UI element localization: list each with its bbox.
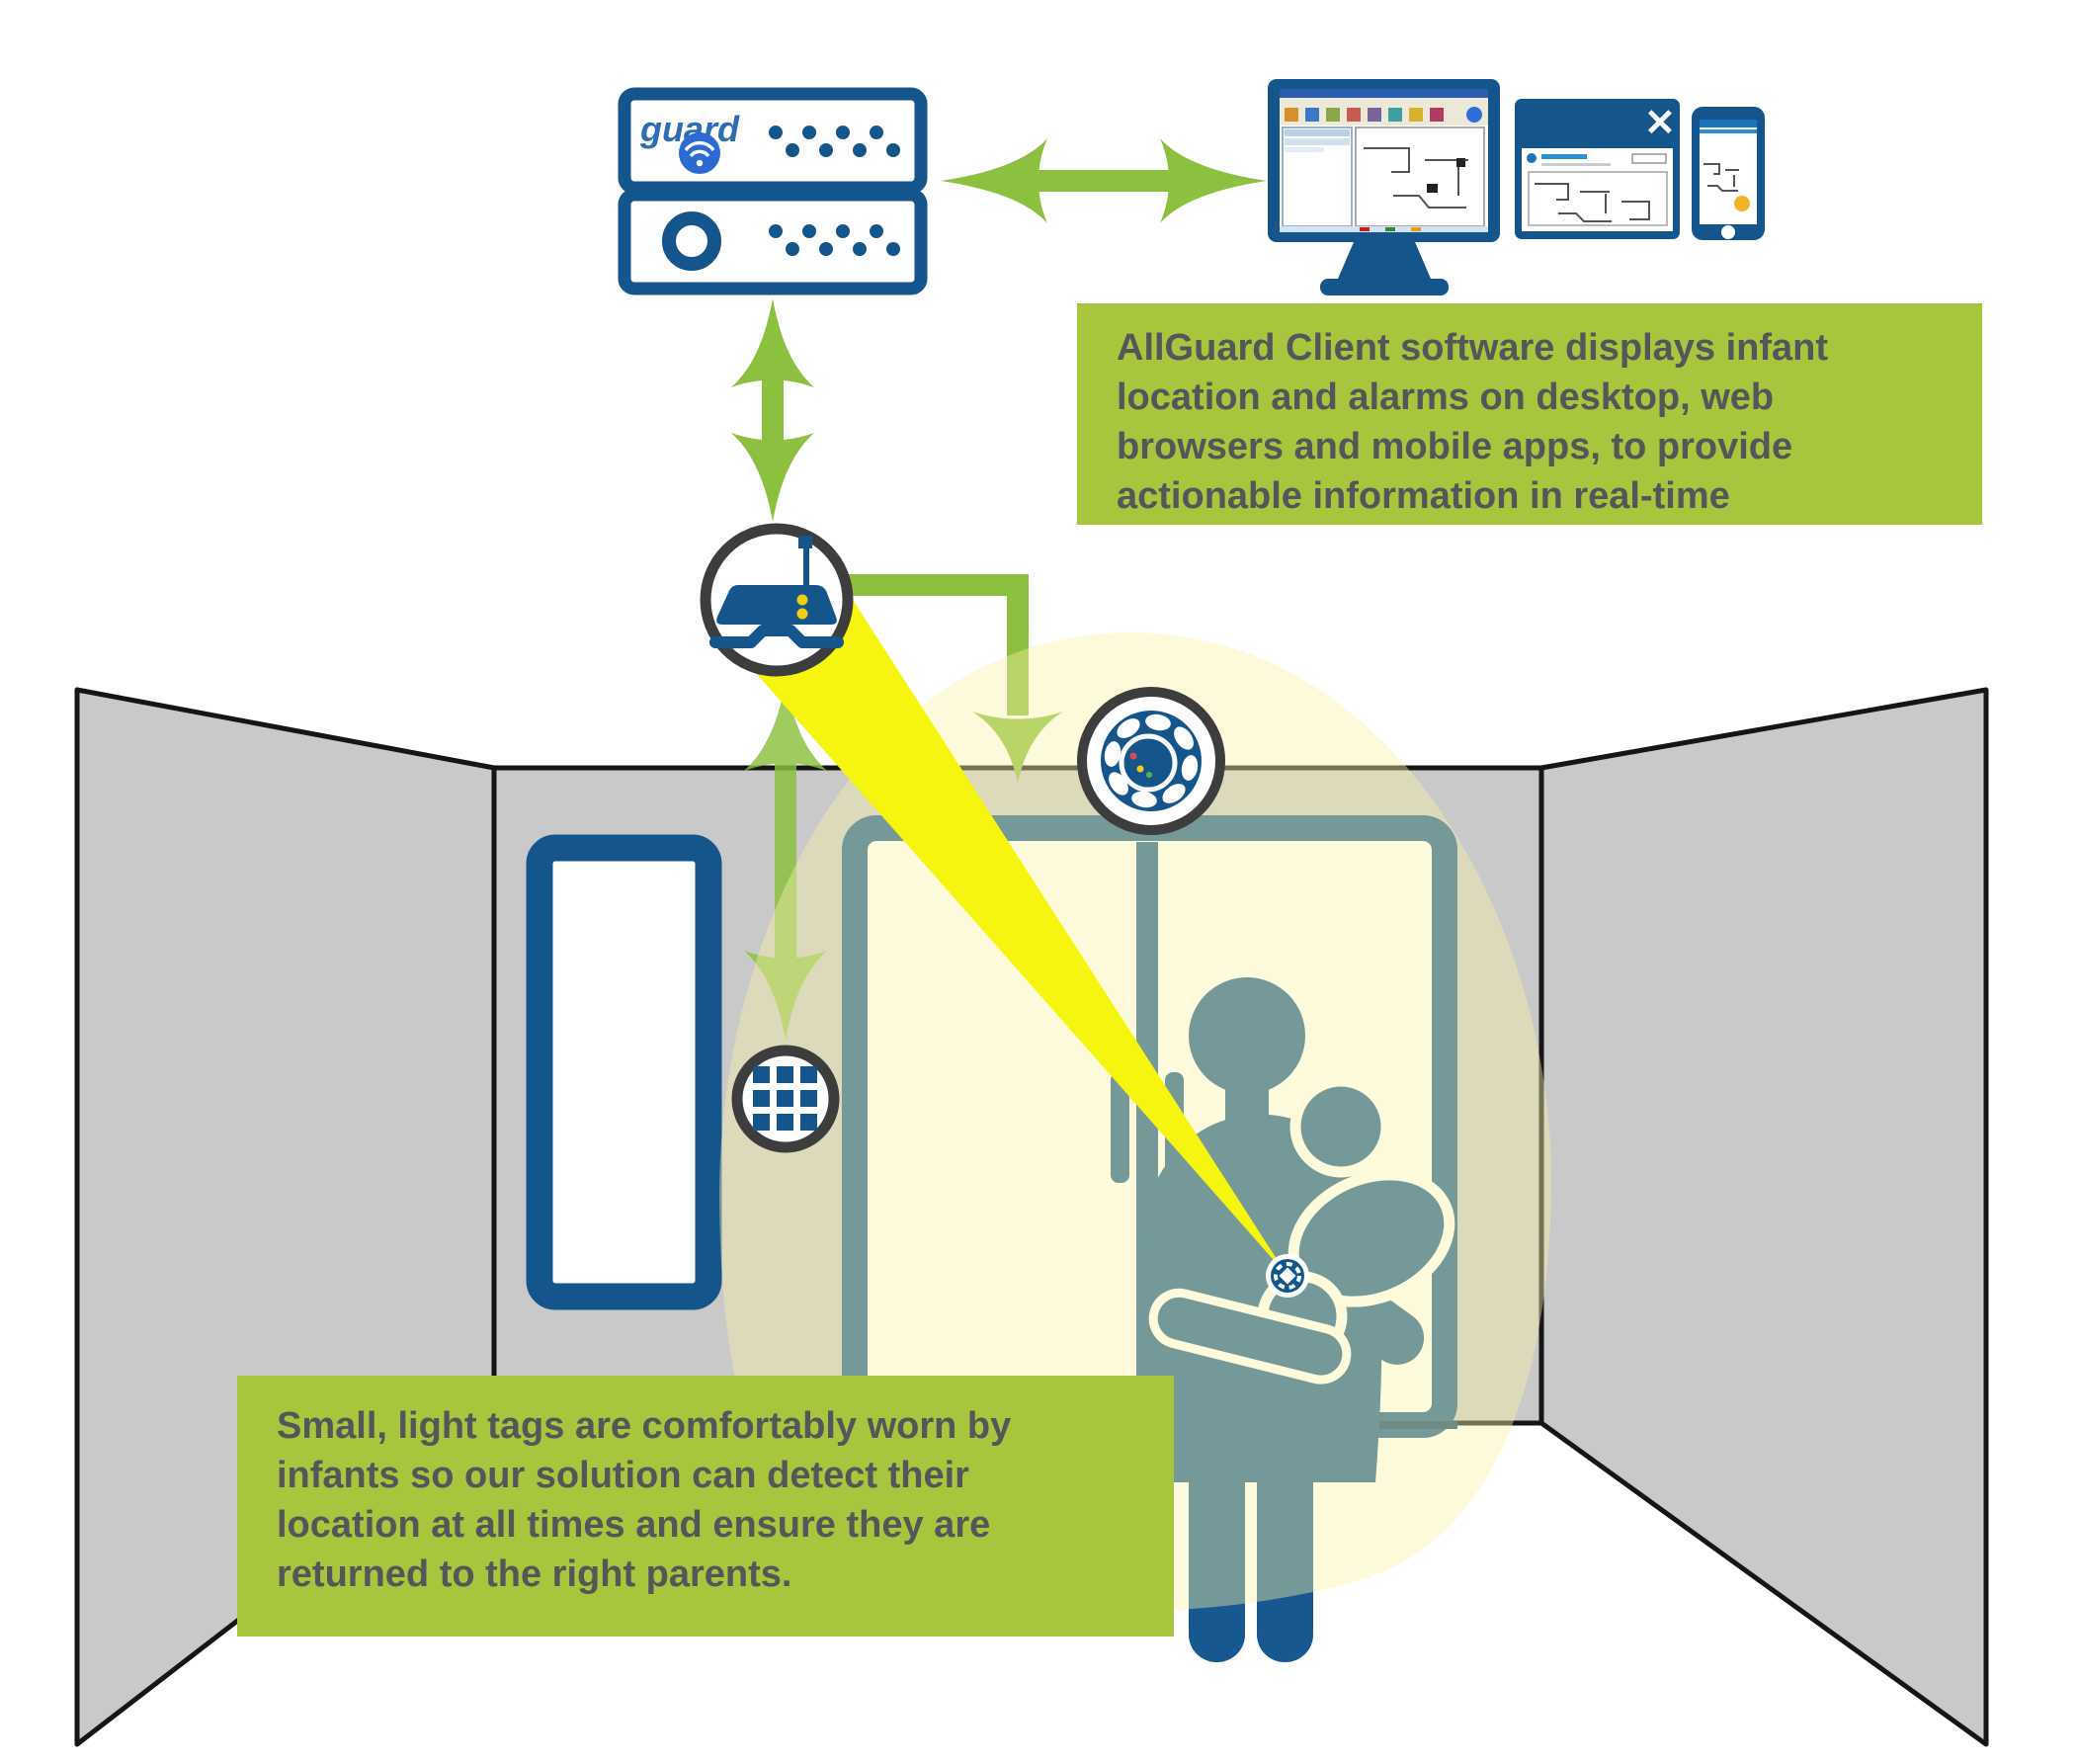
door-handle-left <box>1111 1072 1129 1183</box>
server-rack: guard <box>618 87 928 295</box>
close-icon[interactable]: ✕ <box>1644 103 1676 144</box>
wifi-globe-icon <box>679 132 720 174</box>
callout-line: infants so our solution can detect their <box>277 1455 969 1496</box>
callout-line: Small, light tags are comfortably worn b… <box>277 1405 1012 1447</box>
toolbar-icons <box>1280 105 1488 126</box>
infant-head <box>1289 1075 1392 1178</box>
mobile-phone <box>1692 107 1765 240</box>
callout-line: AllGuard Client software displays infant <box>1117 327 1829 369</box>
callout-line: actionable information in real-time <box>1117 475 1730 517</box>
infant-tag <box>1266 1254 1309 1298</box>
alert-badge <box>1734 196 1750 211</box>
wall-receiver-icon <box>753 1066 817 1131</box>
server-unit-1: guard <box>618 87 928 195</box>
monitor-base <box>1320 279 1449 295</box>
infant-tag-icon <box>1271 1259 1304 1293</box>
led-dots <box>769 126 900 157</box>
power-ring-icon <box>662 211 721 271</box>
gateway-device-icon <box>709 536 844 648</box>
browser-app <box>1527 153 1668 226</box>
wall-receiver <box>731 1045 840 1153</box>
parent-forearm <box>1148 1288 1352 1385</box>
room <box>74 523 1989 1747</box>
location-beam <box>725 561 1288 1276</box>
led-dots <box>769 224 900 256</box>
arrow-gateway-receiver <box>744 682 827 1040</box>
browser-window: ✕ <box>1515 99 1680 239</box>
home-button-icon[interactable] <box>1721 225 1735 239</box>
monitor-stand <box>1338 242 1431 279</box>
arrow-gateway-exciter <box>846 574 1063 783</box>
callout-client-software: AllGuard Client software displays infant… <box>1077 303 1982 525</box>
ceiling-exciter-icon <box>1101 711 1202 811</box>
monitor-floorplan <box>1355 126 1485 227</box>
browser-floorplan <box>1528 171 1668 226</box>
globe-icon <box>1466 107 1482 123</box>
phone-app <box>1700 120 1757 211</box>
arrow-server-client <box>941 138 1267 223</box>
coverage-glow <box>719 632 1551 1612</box>
callout-infant-tags: Small, light tags are comfortably worn b… <box>237 1376 1174 1637</box>
callout-line: browsers and mobile apps, to provide <box>1117 426 1793 467</box>
server-unit-2 <box>618 188 928 295</box>
callout-line: location and alarms on desktop, web <box>1117 377 1775 418</box>
parent-head <box>1189 977 1305 1094</box>
monitor-app-window <box>1280 89 1488 232</box>
callout-line: returned to the right parents. <box>277 1554 792 1595</box>
desktop-monitor <box>1268 79 1500 295</box>
monitor-side-panel <box>1282 126 1353 227</box>
gateway-device <box>700 523 854 677</box>
callout-line: location at all times and ensure they ar… <box>277 1504 991 1546</box>
guard-logo: guard <box>639 109 740 174</box>
right-wall <box>1538 687 1989 1747</box>
ceiling-exciter <box>1077 687 1225 835</box>
window-frame <box>526 834 722 1310</box>
infant-silhouette <box>1148 1075 1455 1385</box>
arrow-server-gateway <box>731 298 814 522</box>
